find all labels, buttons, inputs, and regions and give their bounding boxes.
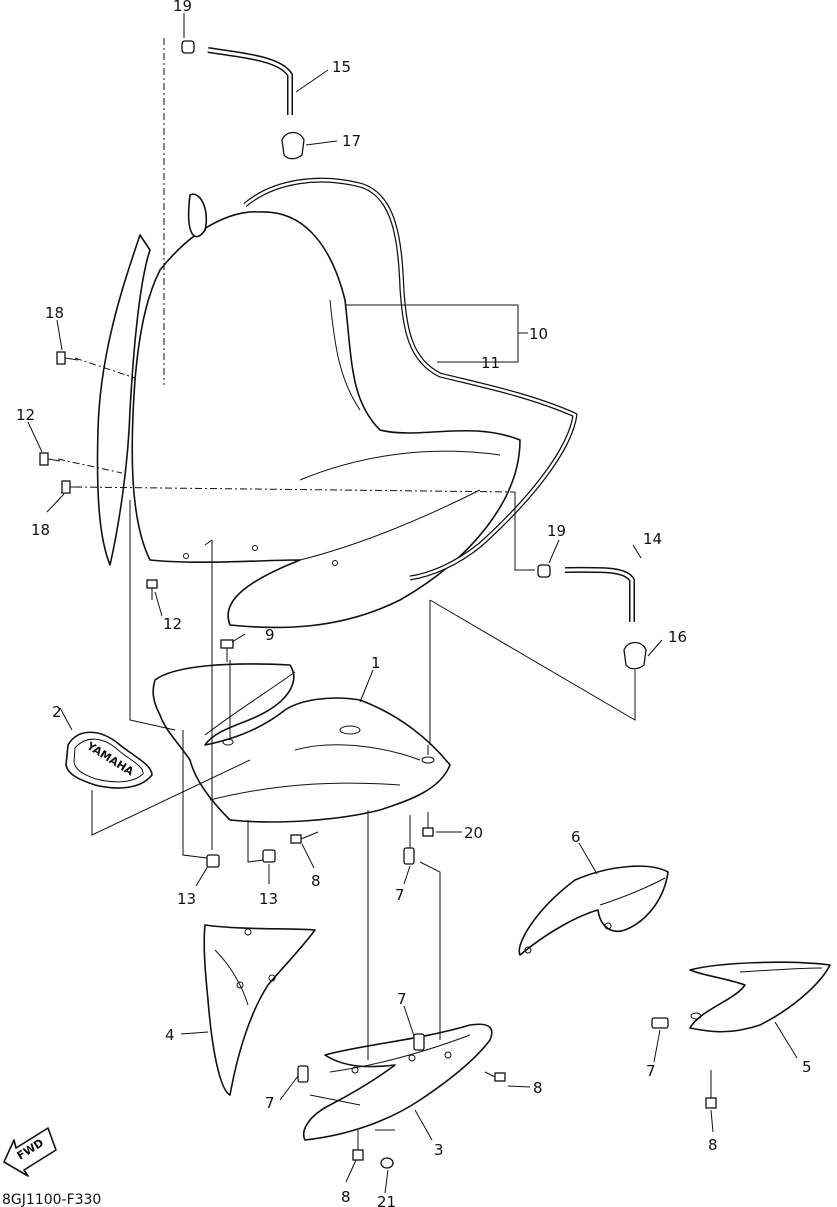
callout-8-d[interactable]: 8: [708, 1136, 718, 1154]
callout-13-b[interactable]: 13: [259, 890, 278, 908]
bolt-9[interactable]: [220, 639, 234, 662]
screw-18-upper[interactable]: [56, 351, 79, 365]
callout-17[interactable]: 17: [342, 132, 361, 150]
callout-14[interactable]: 14: [643, 530, 662, 548]
fwd-arrow-icon: FWD: [3, 1127, 57, 1177]
callout-7-c[interactable]: 7: [265, 1094, 275, 1112]
callout-6[interactable]: 6: [571, 828, 581, 846]
side-cover-upper[interactable]: [518, 865, 669, 956]
callout-7-a[interactable]: 7: [395, 886, 405, 904]
callout-5[interactable]: 5: [802, 1058, 812, 1076]
side-cover-lower[interactable]: [689, 961, 831, 1033]
windshield-molding[interactable]: [187, 177, 578, 581]
grommet-19-top[interactable]: [181, 40, 195, 54]
bolt-8-side[interactable]: [705, 1070, 717, 1109]
callout-3[interactable]: 3: [434, 1141, 444, 1159]
callout-20[interactable]: 20: [464, 824, 483, 842]
callout-10[interactable]: 10: [529, 325, 548, 343]
nut-13-right[interactable]: [262, 849, 276, 863]
inner-panel-left[interactable]: [203, 924, 316, 1096]
windshield[interactable]: [96, 210, 521, 629]
callout-21[interactable]: 21: [377, 1193, 396, 1207]
callout-19-b[interactable]: 19: [547, 522, 566, 540]
front-cowling[interactable]: [152, 663, 451, 823]
screw-12-upper[interactable]: [39, 452, 61, 466]
callout-11[interactable]: 11: [481, 354, 500, 372]
callout-18-b[interactable]: 18: [31, 521, 50, 539]
callout-12-b[interactable]: 12: [163, 615, 182, 633]
callout-labels: 1 2 3 4 5 6 7 7 7 7 8 8 8 8 9 10 11 12 1…: [16, 0, 812, 1207]
pipe-14[interactable]: [564, 566, 635, 622]
bolt-8-bottom[interactable]: [352, 1130, 364, 1161]
callout-9[interactable]: 9: [265, 626, 275, 644]
nut-13-left[interactable]: [206, 854, 220, 868]
bolt-8-right[interactable]: [484, 1071, 506, 1082]
callout-7-d[interactable]: 7: [646, 1062, 656, 1080]
hardware: [39, 40, 717, 1169]
callout-2[interactable]: 2: [52, 703, 62, 721]
clip-7-a[interactable]: [403, 847, 415, 865]
callout-4[interactable]: 4: [165, 1026, 175, 1044]
callout-15[interactable]: 15: [332, 58, 351, 76]
yamaha-emblem[interactable]: YAMAHA: [65, 731, 153, 789]
cap-17[interactable]: [281, 131, 305, 160]
lower-cowling[interactable]: [303, 1023, 493, 1141]
screw-12-lower[interactable]: [146, 579, 158, 600]
callout-16[interactable]: 16: [668, 628, 687, 646]
callout-18-a[interactable]: 18: [45, 304, 64, 322]
callout-13-a[interactable]: 13: [177, 890, 196, 908]
clip-7-d[interactable]: [651, 1017, 669, 1029]
grommet-19-right[interactable]: [537, 564, 551, 578]
callout-8-a[interactable]: 8: [311, 872, 321, 890]
diagram-code: 8GJ1100-F330: [2, 1192, 101, 1207]
clip-7-b[interactable]: [413, 1033, 425, 1051]
bolt-20[interactable]: [422, 812, 434, 837]
callout-leaders: [27, 13, 798, 1194]
callout-8-c[interactable]: 8: [341, 1188, 351, 1206]
grommet-21[interactable]: [380, 1157, 394, 1169]
bolt-8-upper[interactable]: [290, 831, 319, 844]
callout-1[interactable]: 1: [371, 654, 381, 672]
callout-8-b[interactable]: 8: [533, 1079, 543, 1097]
callout-12-a[interactable]: 12: [16, 406, 35, 424]
callout-7-b[interactable]: 7: [397, 990, 407, 1008]
clip-7-c[interactable]: [297, 1065, 309, 1083]
assembly-lines: [57, 38, 636, 1131]
cap-16[interactable]: [623, 641, 647, 670]
pipe-15[interactable]: [207, 47, 293, 115]
callout-19-a[interactable]: 19: [173, 0, 192, 15]
